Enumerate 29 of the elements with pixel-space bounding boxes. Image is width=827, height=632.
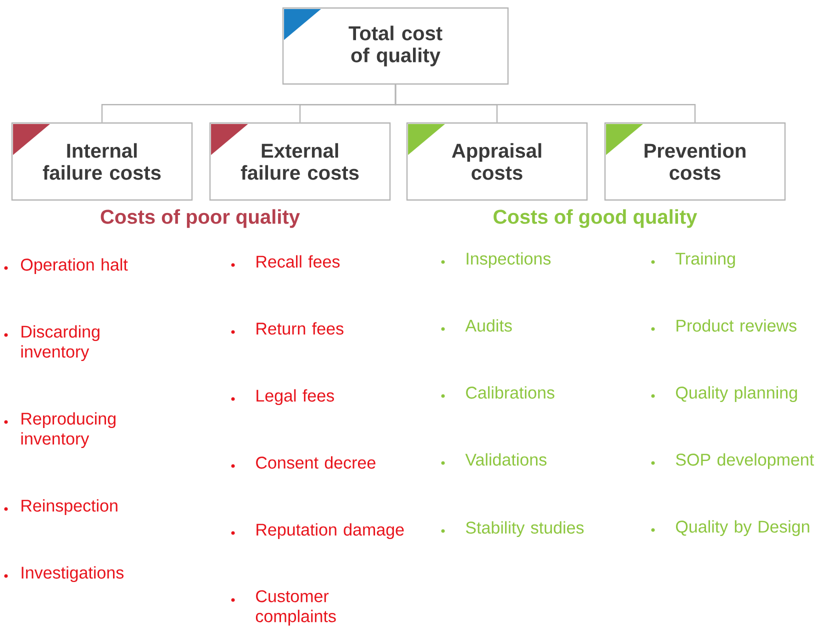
list-item: Product reviews bbox=[651, 319, 796, 332]
group-heading: Costs of poor quality bbox=[100, 209, 300, 228]
list-item: Reproducing inventory bbox=[4, 412, 116, 448]
group-heading: Costs of good quality bbox=[494, 209, 698, 228]
list-item: Return fees bbox=[231, 322, 344, 335]
list-item: Stability studies bbox=[441, 521, 584, 538]
list-item: Validations bbox=[441, 453, 546, 466]
list-item: Training bbox=[651, 252, 735, 268]
list-item: Reputation damage bbox=[231, 523, 404, 540]
list-item: Legal fees bbox=[231, 389, 334, 406]
category-box: Internal failure costs bbox=[11, 122, 193, 201]
category-box: Prevention costs bbox=[604, 122, 786, 201]
list-item: Investigations bbox=[4, 566, 124, 582]
list-item: Quality by Design bbox=[651, 520, 810, 536]
list-item: Quality planning bbox=[651, 386, 797, 402]
category-box: Total cost of quality bbox=[282, 7, 509, 85]
list-item: Recall fees bbox=[231, 255, 340, 268]
list-item: Discarding inventory bbox=[4, 325, 100, 362]
category-box: Appraisal costs bbox=[406, 122, 588, 201]
connector-line bbox=[394, 84, 696, 122]
list-item: Audits bbox=[441, 319, 512, 332]
category-box: External failure costs bbox=[209, 122, 391, 201]
list-item: Calibrations bbox=[441, 386, 554, 399]
list-item: Operation halt bbox=[4, 258, 128, 274]
list-item: Reinspection bbox=[4, 499, 118, 516]
list-item: Customer complaints bbox=[231, 590, 336, 626]
list-item: Inspections bbox=[441, 252, 551, 268]
list-item: SOP development bbox=[651, 453, 814, 470]
list-item: Consent decree bbox=[231, 456, 376, 469]
